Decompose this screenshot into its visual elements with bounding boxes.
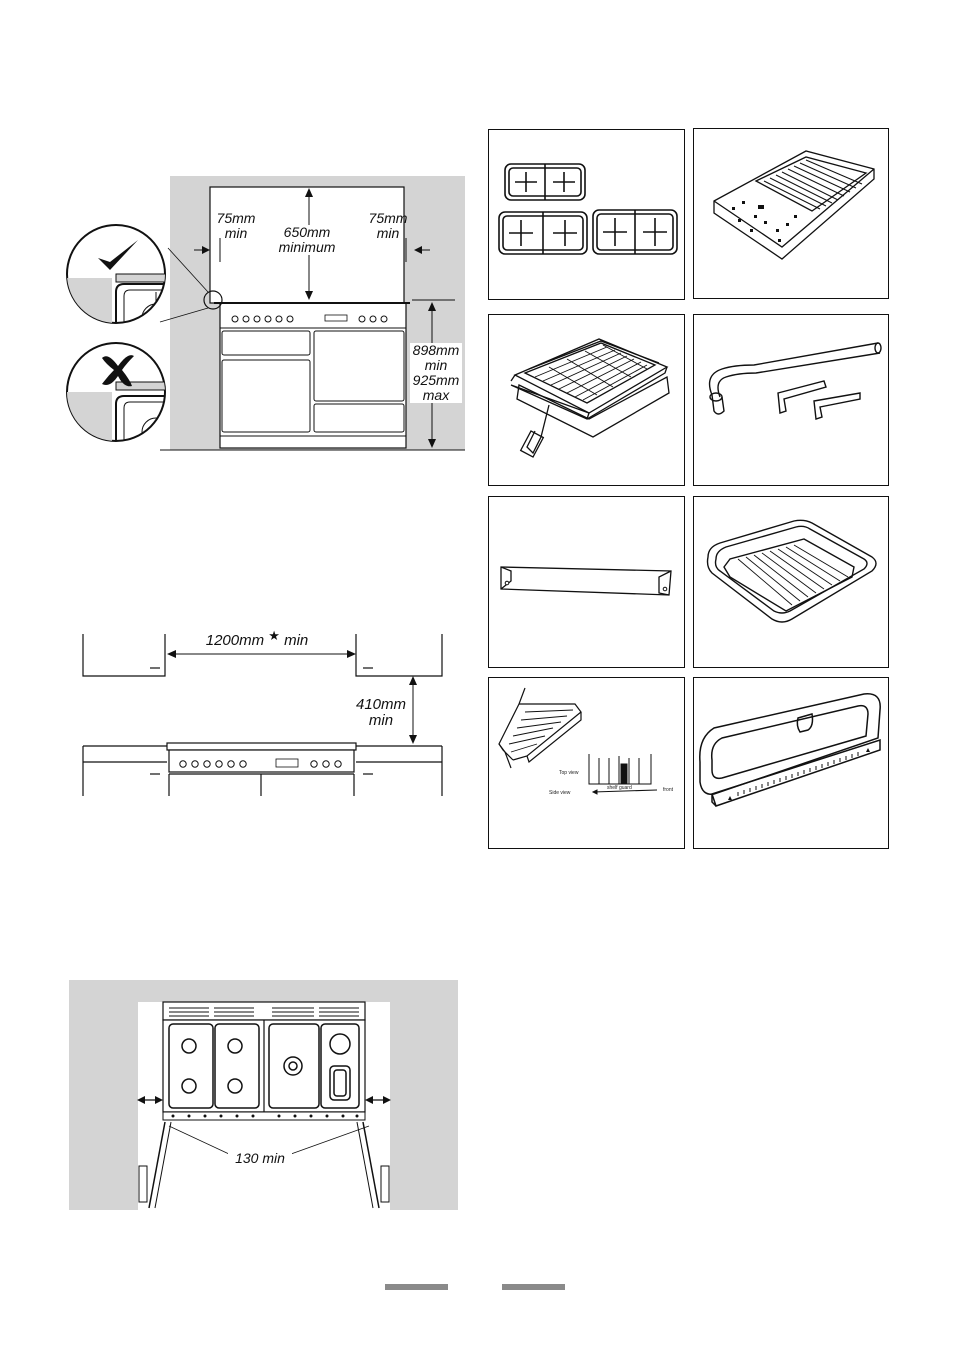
right-clearance-value: 75mm — [368, 210, 408, 226]
accessory-panel-griddle-plate — [693, 128, 889, 299]
height-clearance-value: 410mm — [355, 696, 407, 713]
height-range-label: 898mm min 925mm max — [410, 343, 462, 403]
top-clearance-value: 650mm — [283, 224, 331, 240]
height-clearance-label: 410mm min — [350, 697, 412, 729]
max-height-value: 925mm — [412, 372, 460, 388]
top-view-caption: Top view — [559, 770, 579, 776]
splashback-icon — [699, 693, 881, 807]
right-clearance-qualifier: min — [376, 225, 400, 241]
shelf-guard-caption: shelf guard — [607, 785, 632, 791]
accessory-panel-levelling-tools — [693, 314, 889, 486]
door-clearance-label: 130 min — [228, 1151, 292, 1166]
min-height-value: 898mm — [412, 342, 460, 358]
footer-bar-right — [502, 1284, 565, 1290]
accessory-panel-stability-bracket — [488, 496, 685, 668]
accessory-panel-grill-pan — [488, 314, 685, 486]
levelling-tools-icon — [708, 342, 882, 420]
griddle-plate-icon — [713, 150, 875, 260]
worktop-clearance-diagram — [80, 628, 450, 800]
right-side-clearance-label: 75mm min — [364, 211, 412, 241]
grill-pan-icon — [510, 338, 670, 458]
width-clearance-value: 1200mm — [205, 632, 265, 649]
accessory-panel-shelf-runner: Top view Side view shelf guard front — [488, 677, 685, 849]
door-clearance-drawing — [69, 980, 458, 1210]
width-clearance-label: 1200mm ★ min — [200, 628, 314, 649]
pan-supports-icon — [498, 163, 678, 255]
height-clearance-qualifier: min — [368, 712, 394, 729]
left-clearance-value: 75mm — [216, 210, 256, 226]
front-caption: front — [663, 787, 674, 793]
top-clearance-qualifier: minimum — [278, 239, 336, 255]
door-clearance-value: 130 min — [235, 1150, 285, 1166]
check-icon — [98, 240, 138, 270]
accessory-panel-roasting-tin — [693, 496, 889, 668]
shelf-runner-icon: Top view Side view shelf guard front — [498, 687, 674, 796]
width-clearance-qualifier: min — [284, 632, 309, 649]
footer-bar-left — [385, 1284, 448, 1290]
roasting-tin-icon — [706, 519, 877, 623]
correct-installation-detail — [64, 222, 168, 326]
accessory-panel-splashback — [693, 677, 889, 849]
left-side-clearance-label: 75mm min — [214, 211, 258, 241]
stability-bracket-icon — [500, 566, 672, 596]
worktop-clearance-drawing — [82, 634, 443, 796]
cross-icon — [102, 355, 134, 387]
incorrect-installation-detail — [64, 340, 168, 444]
accessory-panel-pan-supports — [488, 129, 685, 300]
max-height-qualifier: max — [422, 387, 450, 403]
door-clearance-diagram — [69, 980, 458, 1210]
star-icon: ★ — [268, 628, 280, 643]
min-height-qualifier: min — [424, 357, 448, 373]
top-clearance-label: 650mm minimum — [275, 225, 339, 255]
left-clearance-qualifier: min — [224, 225, 248, 241]
side-view-caption: Side view — [549, 790, 571, 796]
